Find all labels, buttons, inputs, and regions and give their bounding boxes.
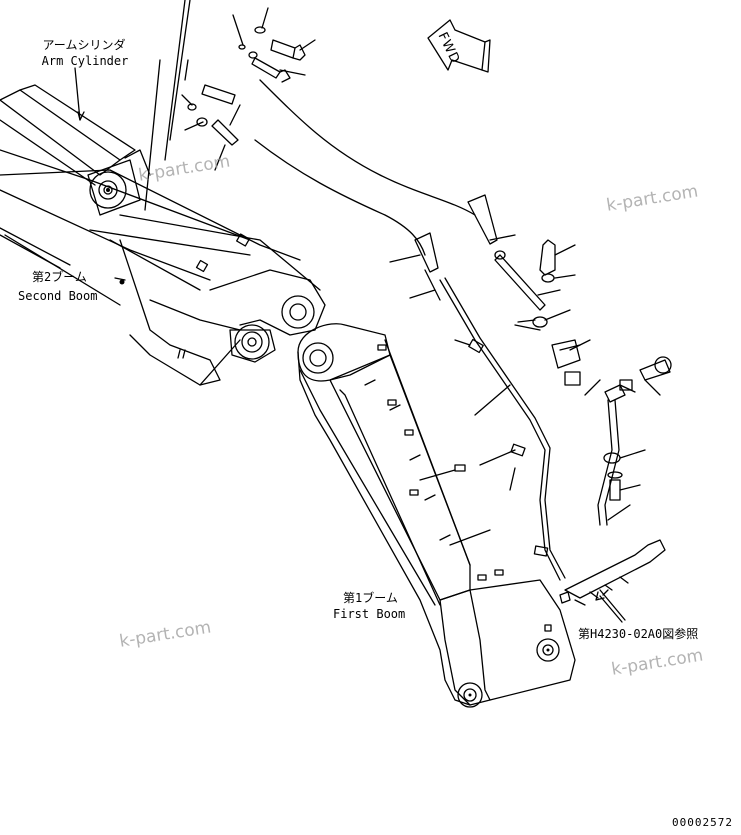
clamp-bracket (559, 539, 666, 621)
arm-cylinder-label-jp: アームシリンダ (42, 38, 126, 52)
top-fittings (181, 7, 316, 171)
fwd-arrow-icon (427, 19, 491, 73)
first-boom-label-jp: 第1ブーム (343, 591, 398, 605)
second-boom-label-en: Second Boom (18, 289, 98, 303)
second-boom-label-jp: 第2ブーム (32, 270, 87, 284)
fastener-dots (106, 188, 550, 697)
arm-cylinder-leader (74, 67, 81, 121)
first-boom-label-en: First Boom (333, 607, 406, 621)
drawing-code: 00002572 (672, 816, 733, 829)
reference-leader (599, 595, 623, 623)
reference-arrow-icon (595, 591, 605, 601)
arm-cylinder-label-en: Arm Cylinder (41, 54, 129, 68)
first-boom-drawing (297, 323, 576, 708)
second-boom-drawing (0, 0, 326, 386)
second-boom-leader (114, 277, 126, 281)
hose-lines (254, 79, 566, 581)
arm-cylinder-arrow-icon (77, 111, 85, 121)
reference-label: 第H4230-02A0図参照 (578, 627, 699, 641)
right-fittings (494, 239, 672, 526)
